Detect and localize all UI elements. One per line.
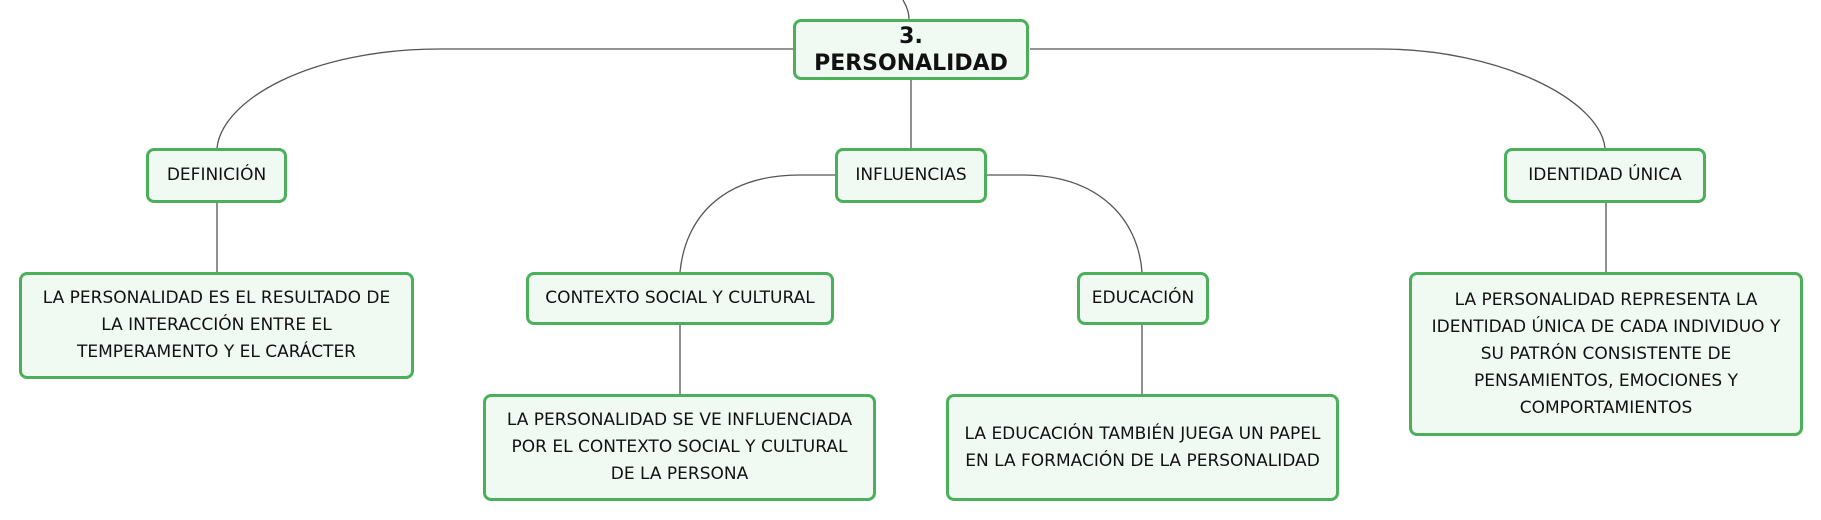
subbranch-educacion-node[interactable]: EDUCACIÓN (1077, 272, 1209, 325)
subbranch-educacion-label: EDUCACIÓN (1091, 288, 1195, 308)
branch-definicion-node[interactable]: DEFINICIÓN (146, 148, 287, 203)
root-node[interactable]: 3. PERSONALIDAD (793, 19, 1029, 80)
detail-contexto-text: LA PERSONALIDAD SE VE INFLUENCIADA POR E… (506, 410, 853, 484)
detail-identidad-text: LA PERSONALIDAD REPRESENTA LA IDENTIDAD … (1431, 289, 1781, 418)
detail-educacion-node[interactable]: LA EDUCACIÓN TAMBIÉN JUEGA UN PAPEL EN L… (946, 394, 1339, 501)
subbranch-contexto-label: CONTEXTO SOCIAL Y CULTURAL (545, 288, 815, 308)
branch-influencias-label: INFLUENCIAS (855, 165, 967, 185)
edge-influencias-educacion (987, 174, 1143, 273)
edge-root-parent (902, 0, 910, 21)
edge-root-definicion (216, 48, 793, 149)
edge-influencias-contexto (679, 174, 835, 273)
branch-influencias-node[interactable]: INFLUENCIAS (835, 148, 987, 203)
detail-educacion-text: LA EDUCACIÓN TAMBIÉN JUEGA UN PAPEL EN L… (964, 423, 1321, 471)
edge-root-identidad (1030, 48, 1606, 149)
branch-definicion-label: DEFINICIÓN (166, 165, 267, 185)
detail-definicion-text: LA PERSONALIDAD ES EL RESULTADO DE LA IN… (42, 288, 391, 362)
branch-identidad-label: IDENTIDAD ÚNICA (1528, 165, 1682, 185)
detail-contexto-node[interactable]: LA PERSONALIDAD SE VE INFLUENCIADA POR E… (483, 394, 876, 501)
branch-identidad-node[interactable]: IDENTIDAD ÚNICA (1504, 148, 1706, 203)
detail-definicion-node[interactable]: LA PERSONALIDAD ES EL RESULTADO DE LA IN… (19, 272, 414, 379)
root-label: 3. PERSONALIDAD (814, 23, 1008, 76)
detail-identidad-node[interactable]: LA PERSONALIDAD REPRESENTA LA IDENTIDAD … (1409, 272, 1803, 436)
subbranch-contexto-node[interactable]: CONTEXTO SOCIAL Y CULTURAL (526, 272, 834, 325)
